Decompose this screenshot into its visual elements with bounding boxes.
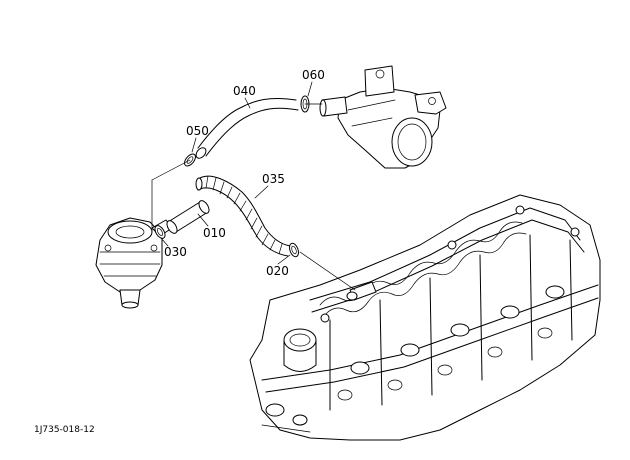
water-pump (95, 217, 173, 309)
label-010: 010 (203, 226, 226, 240)
label-030: 030 (164, 245, 187, 259)
leader-020 (277, 254, 291, 265)
clamp-020 (289, 242, 299, 258)
cylinder-head (249, 194, 601, 441)
hose-035 (195, 175, 291, 257)
reference-code: 1J735-018-12 (34, 425, 95, 435)
hose-040 (195, 97, 299, 159)
leader-030 (160, 237, 169, 247)
thermostat-housing (319, 65, 447, 169)
label-035: 035 (262, 172, 285, 186)
leader-050 (191, 137, 197, 153)
leader-060 (307, 81, 313, 97)
label-020: 020 (266, 264, 289, 278)
label-060: 060 (302, 68, 325, 82)
leader-lines (151, 103, 356, 291)
leader-040 (244, 97, 251, 109)
label-040: 040 (233, 84, 256, 98)
hose-010 (166, 200, 210, 234)
leader-035 (254, 185, 269, 199)
clamp-030 (154, 225, 166, 239)
label-050: 050 (186, 124, 209, 138)
leader-010 (197, 213, 209, 227)
